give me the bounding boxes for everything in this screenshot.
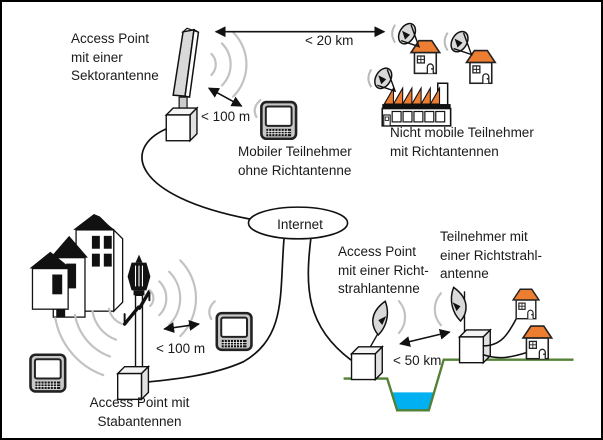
dish-antenna-icon xyxy=(391,19,420,48)
dish-antenna-icon xyxy=(443,27,473,56)
distance-arrow-50km xyxy=(399,328,451,347)
signal-arc-mobile-mid xyxy=(208,300,216,321)
house-icon xyxy=(522,325,553,360)
fixed-subscribers-group xyxy=(367,19,497,127)
dish-antenna-icon xyxy=(367,64,397,93)
factory-icon xyxy=(381,82,452,127)
beam-antenna-subscriber-icon xyxy=(433,286,467,339)
access-point-box-icon xyxy=(165,107,198,142)
beam-antenna-ap-icon xyxy=(365,300,407,355)
lamp-post-antenna-icon xyxy=(122,254,152,370)
wire-internet-to-beam-ap xyxy=(307,236,352,361)
village-houses-icon xyxy=(29,214,124,318)
signal-waves-sector-icon xyxy=(210,31,248,98)
subscriber-house-wires xyxy=(482,318,527,359)
mobile-terminal-mid-icon xyxy=(215,311,253,352)
wire-internet-to-stab-ap xyxy=(141,236,286,384)
house-icon xyxy=(512,288,540,320)
rod-antenna-icon xyxy=(122,289,152,326)
access-point-box-icon xyxy=(350,346,383,381)
distance-arrow-100m-top xyxy=(207,87,243,107)
river xyxy=(391,392,435,411)
signal-arc-mobile-top xyxy=(253,99,262,119)
mobile-terminal-left-icon xyxy=(29,353,67,393)
house-icon xyxy=(465,49,497,85)
access-point-box-icon xyxy=(116,365,150,401)
mobile-terminal-top-icon xyxy=(260,100,298,141)
backbone-wires xyxy=(141,127,352,384)
wire-sector-ap-to-internet xyxy=(141,127,251,220)
signal-waves-stab-left-icon xyxy=(54,307,123,377)
sector-antenna-icon xyxy=(172,27,200,111)
internet-cloud xyxy=(247,206,349,240)
distance-arrow-100m-bottom xyxy=(163,320,201,334)
